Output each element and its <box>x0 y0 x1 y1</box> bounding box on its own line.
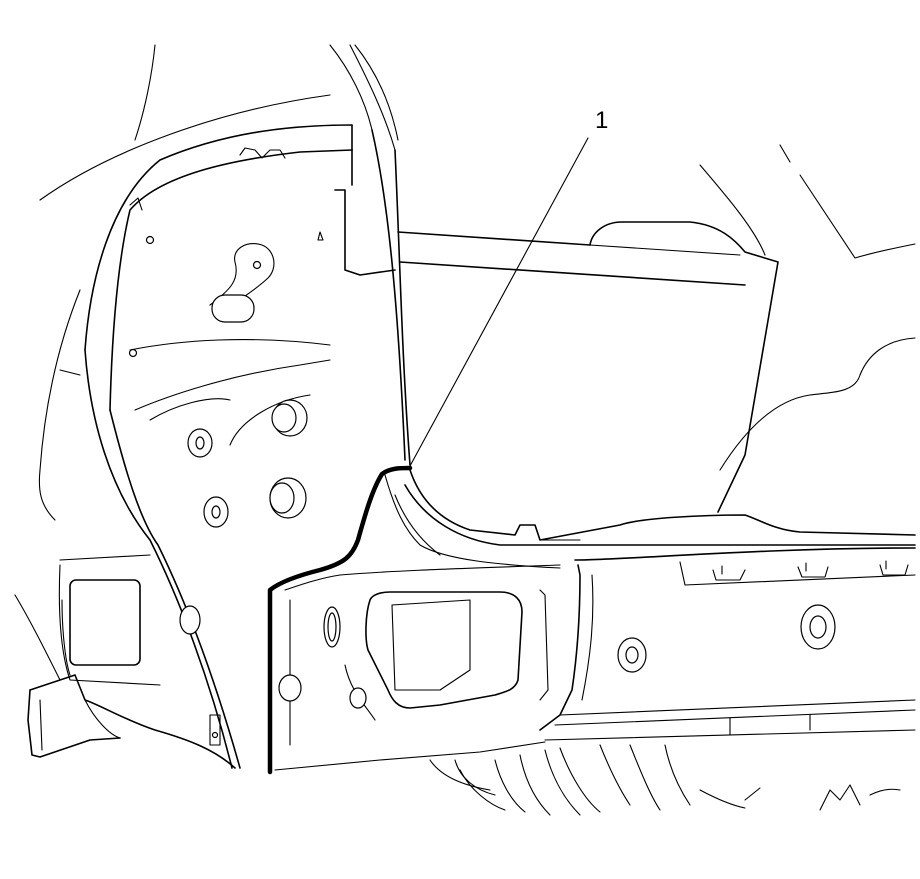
floor-slots <box>712 560 909 581</box>
pillar-holes <box>128 235 308 635</box>
callout-leader-line <box>409 137 589 467</box>
rocker-panel <box>274 474 561 771</box>
rear-compartment-panel <box>397 144 916 513</box>
floor-sill-panel <box>404 469 916 741</box>
underbody-lines <box>429 744 901 816</box>
callout-label-1: 1 <box>595 107 608 134</box>
background-body-lines <box>14 44 399 681</box>
highlighted-seam-line <box>267 465 413 775</box>
pillar-panel <box>84 124 411 769</box>
left-lower-panel <box>27 554 236 769</box>
